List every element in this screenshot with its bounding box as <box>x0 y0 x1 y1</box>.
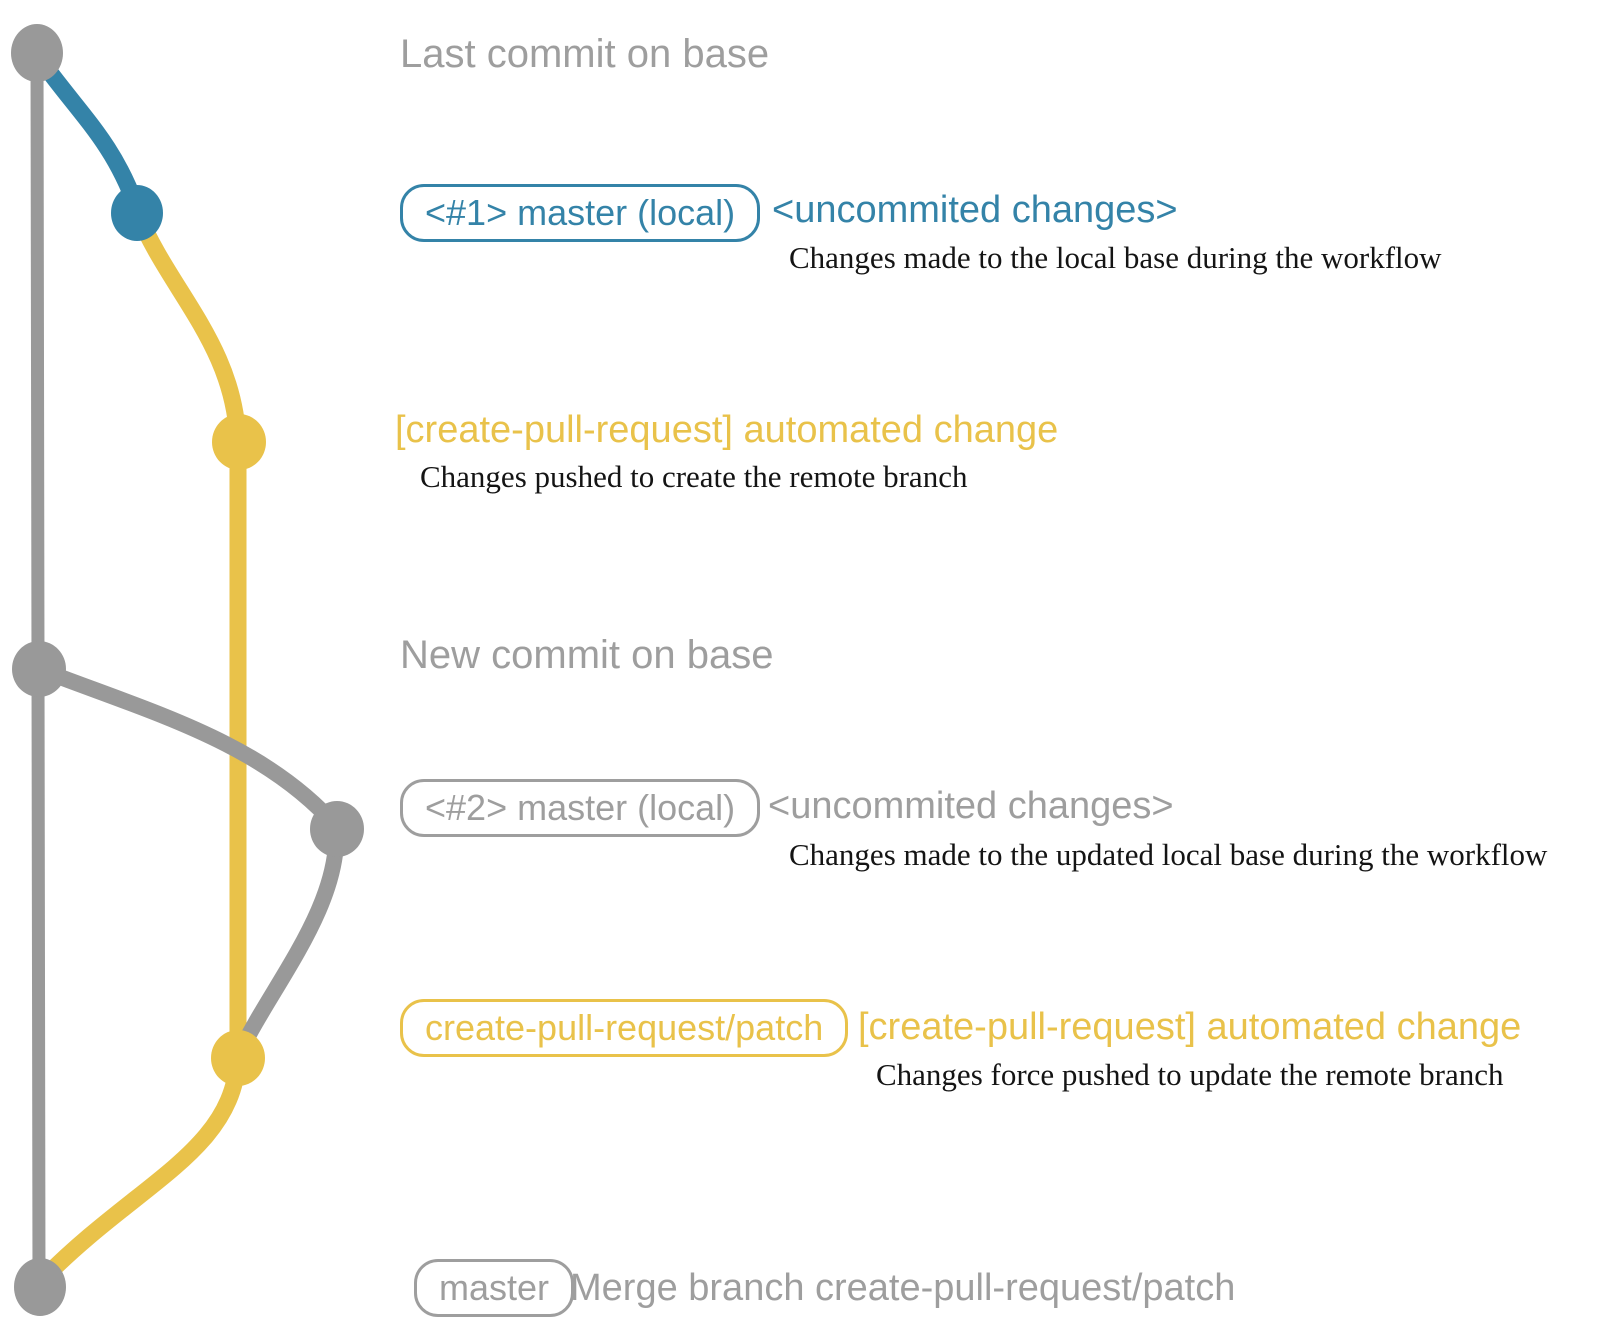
description-local-changes-1: Changes made to the local base during th… <box>789 240 1442 275</box>
branch-badge-master: master <box>414 1259 575 1317</box>
commit-message-uncommited-1: <uncommited changes> <box>772 189 1178 231</box>
commit-message-automated-change-2: [create-pull-request] automated change <box>858 1006 1522 1048</box>
commit-node-local-2 <box>310 801 364 857</box>
local-changes-branch-line <box>28 46 145 215</box>
description-local-changes-2: Changes made to the updated local base d… <box>789 837 1548 872</box>
commit-node-local-1 <box>111 185 163 241</box>
description-force-push-remote-branch: Changes force pushed to update the remot… <box>876 1057 1504 1092</box>
rebase-curve-1 <box>31 661 344 834</box>
create-pull-request-branch-line <box>33 205 247 1289</box>
commit-node-last-base <box>11 24 63 82</box>
description-push-remote-branch: Changes pushed to create the remote bran… <box>420 459 968 494</box>
label-last-commit-on-base: Last commit on base <box>400 32 770 76</box>
commit-message-merge-branch: Merge branch create-pull-request/patch <box>570 1267 1236 1309</box>
branch-badge-master-local-2: <#2> master (local) <box>400 779 761 837</box>
commit-message-uncommited-2: <uncommited changes> <box>768 785 1174 827</box>
commit-message-automated-change-1: [create-pull-request] automated change <box>395 409 1059 451</box>
commit-node-merge <box>14 1258 66 1316</box>
label-new-commit-on-base: New commit on base <box>400 633 774 677</box>
git-graph <box>11 24 364 1316</box>
commit-node-remote-patch-1 <box>212 414 266 470</box>
rebase-curve-2 <box>232 818 345 1060</box>
commit-node-remote-patch-2 <box>211 1030 265 1086</box>
commit-node-new-base <box>12 641 66 697</box>
branch-badge-create-pull-request-patch: create-pull-request/patch <box>400 999 849 1057</box>
branch-badge-master-local-1: <#1> master (local) <box>400 184 761 242</box>
